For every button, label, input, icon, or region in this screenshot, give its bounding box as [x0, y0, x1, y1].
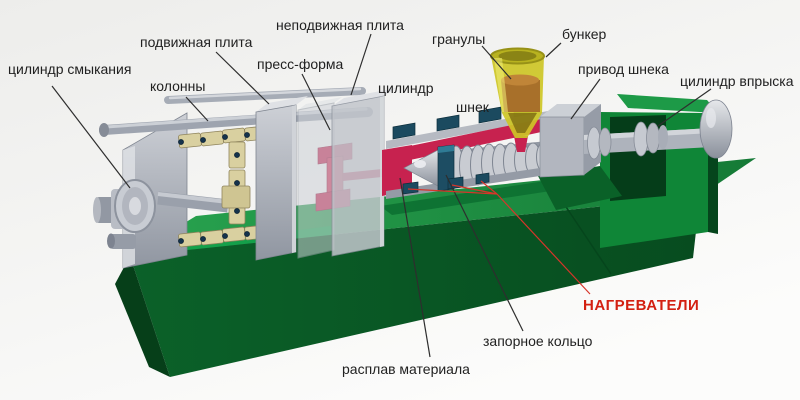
- label-moving-platen: подвижная плита: [140, 34, 253, 50]
- leader-injection-cylinder: [657, 88, 712, 127]
- label-barrel: цилиндр: [378, 80, 434, 96]
- granules: [501, 80, 540, 112]
- leader-fixed-platen: [350, 33, 372, 96]
- label-fixed-platen: неподвижная плита: [276, 17, 404, 33]
- label-screw: шнек: [456, 99, 490, 115]
- leader-mold: [301, 73, 331, 131]
- cylinder-end-cap: [699, 99, 733, 159]
- leader-clamp-cylinder: [51, 85, 131, 189]
- labels: цилиндр смыкания подвижная плита неподви…: [8, 17, 794, 377]
- label-screw-drive: привод шнека: [578, 61, 669, 77]
- leader-melt: [399, 177, 431, 358]
- injection-cylinder: [584, 99, 733, 160]
- label-injection-cylinder: цилиндр впрыска: [680, 73, 794, 89]
- injection-unit: [382, 47, 733, 210]
- label-clamp-cylinder: цилиндр смыкания: [8, 61, 131, 77]
- heater-leader-lines: [407, 180, 591, 295]
- leader-lines: [51, 33, 712, 358]
- leader-hopper: [545, 42, 562, 58]
- label-check-ring: запорное кольцо: [483, 333, 593, 349]
- moving-platen: [255, 96, 308, 261]
- leader-check-ring: [445, 174, 524, 332]
- clamping-cylinder: [93, 179, 156, 249]
- clamping-unit: [93, 87, 402, 269]
- drive-pedestal: [538, 166, 622, 210]
- leader-moving-platen: [215, 51, 270, 105]
- label-hopper: бункер: [562, 26, 607, 42]
- label-heaters: НАГРЕВАТЕЛИ: [583, 297, 699, 314]
- leader-screw-drive: [570, 78, 601, 120]
- label-columns: колонны: [150, 78, 205, 94]
- clamp-piston-rod: [157, 191, 229, 213]
- label-melt: расплав материала: [342, 361, 470, 377]
- hopper: [490, 47, 545, 152]
- label-mold: пресс-форма: [257, 56, 344, 72]
- label-granules: гранулы: [432, 31, 485, 47]
- leader-granules: [481, 45, 512, 80]
- leader-columns: [185, 96, 209, 122]
- machine-tower: [600, 94, 718, 248]
- feed-throat: [514, 136, 528, 152]
